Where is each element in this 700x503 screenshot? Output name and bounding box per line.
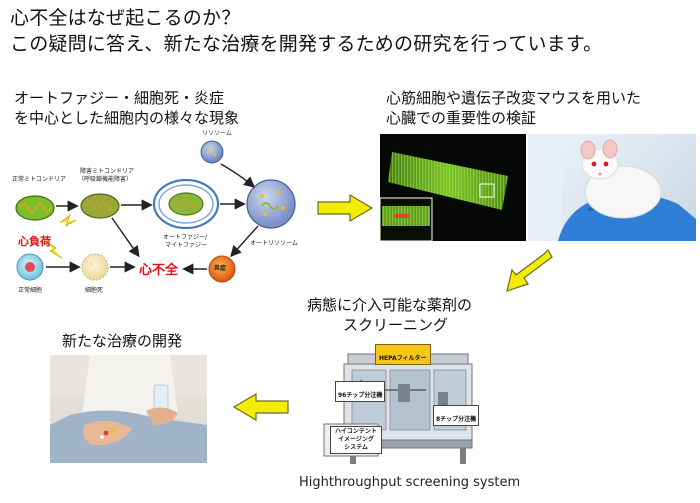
label-autophagy-1: オートファジー/ (163, 234, 208, 241)
arrow-autolysosome-to-inflammation (230, 225, 259, 258)
label-hepa-filter: HEPAフィルター (379, 355, 427, 362)
label-autolysosome: オートリソソーム (250, 240, 298, 247)
label-imaging-1: ハイコンテント (335, 428, 377, 435)
header-title-line1: 心不全はなぜ起こるのか？ (10, 7, 241, 29)
label-8-tip-dispenser: 8チップ分注機 (436, 416, 477, 423)
inflammation-icon (208, 255, 236, 283)
arrow-lysosome-to-autolysosome (220, 163, 256, 188)
stress-bolt-lower-icon (45, 241, 63, 259)
medication-photo (50, 355, 207, 463)
screening-system-caption: Highthroughput screening system (299, 475, 521, 490)
dead-cell-icon (81, 253, 109, 281)
section-autophagy-line2: を中心とした細胞内の様々な現象 (14, 109, 240, 127)
label-cardiac-load: 心負荷 (18, 235, 51, 248)
normal-mitochondria-icon (15, 195, 55, 221)
normal-cell-icon (16, 253, 44, 281)
label-96-tip-dispenser: 96チップ分注機 (338, 392, 383, 399)
flow-arrow-right (317, 193, 374, 223)
damaged-mitochondria-icon (80, 193, 120, 219)
section-treatment-label: 新たな治療の開発 (62, 332, 183, 350)
mouse-photo (528, 134, 696, 241)
lysosome-icon (200, 140, 224, 164)
stress-bolt-upper-icon (59, 213, 77, 227)
section-validation-line2: 心臓での重要性の検証 (386, 109, 537, 127)
label-normal-mitochondria: 正常ミトコンドリア (12, 176, 67, 183)
label-heart-failure: 心不全 (139, 263, 179, 278)
label-imaging-3: システム (344, 444, 368, 451)
label-autophagy-2: マイトファジー (165, 242, 208, 249)
cardiomyocyte-fluorescence-image (380, 134, 526, 241)
header-title-line2: この疑問に答え、新たな治療を開発するための研究を行っています。 (10, 33, 603, 55)
autolysosome-icon (246, 179, 296, 229)
label-cell-death: 細胞死 (85, 287, 104, 294)
section-validation-line1: 心筋細胞や遺伝子改変マウスを用いた (386, 89, 642, 107)
label-normal-cell: 正常細胞 (18, 287, 43, 294)
label-damaged-mitochondria-1: 障害ミトコンドリア (80, 168, 135, 175)
section-autophagy-line1: オートファジー・細胞死・炎症 (14, 89, 225, 107)
label-damaged-mitochondria-2: （呼吸鎖機能障害） (78, 176, 133, 183)
arrow-damaged-to-failure (111, 217, 140, 258)
label-inflammation: 炎症 (214, 265, 227, 272)
autophagosome-icon (152, 178, 220, 230)
section-screening-line1: 病態に介入可能な薬剤の (307, 296, 473, 314)
label-lysosome: リソソーム (202, 130, 232, 137)
label-imaging-2: イメージング (338, 436, 374, 443)
flow-arrow-left (232, 392, 289, 422)
section-screening-line2: スクリーニング (343, 316, 449, 334)
autophagy-diagram (15, 140, 296, 283)
flow-arrow-down-left (506, 249, 553, 292)
